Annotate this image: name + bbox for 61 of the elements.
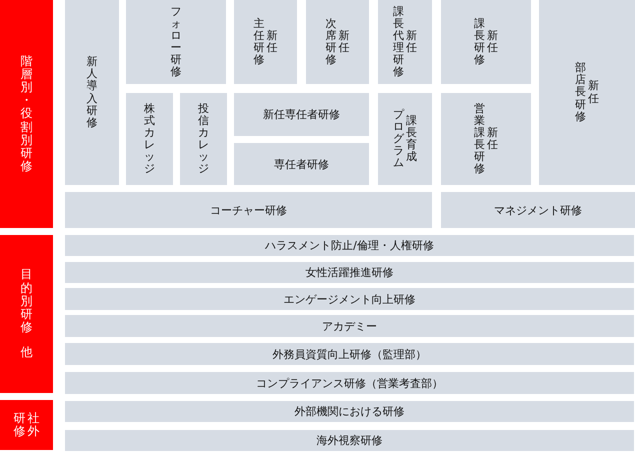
program-box bbox=[126, 0, 226, 84]
program-label: 次席研修 bbox=[326, 18, 336, 66]
program-label: 海外視察研修 bbox=[316, 433, 382, 448]
category-label: 社外 bbox=[28, 412, 40, 438]
category-band bbox=[0, 235, 53, 393]
program-label: コンプライアンス研修（営業考査部） bbox=[256, 376, 443, 390]
program-box bbox=[65, 315, 634, 337]
program-label: 営業課長研修 bbox=[474, 102, 485, 176]
program-label: コーチャー研修 bbox=[210, 202, 287, 218]
program-label: 課長代理研修 bbox=[393, 6, 404, 78]
program-box bbox=[65, 235, 634, 256]
category-label: 研修 bbox=[14, 412, 26, 438]
program-box bbox=[378, 93, 432, 185]
program-label: 主任研修 bbox=[254, 18, 264, 66]
program-box bbox=[234, 143, 369, 185]
program-label: 外部機関における研修 bbox=[294, 404, 404, 419]
program-label: 新任 bbox=[487, 30, 498, 54]
program-label: 女性活躍推進研修 bbox=[306, 265, 394, 280]
program-label: 投信カレッジ bbox=[198, 102, 209, 176]
program-label: 新人導入研修 bbox=[86, 56, 98, 129]
program-box bbox=[65, 262, 634, 283]
program-label: 専任者研修 bbox=[274, 156, 329, 172]
program-box bbox=[180, 93, 227, 185]
program-label: 外務員資質向上研修（監理部） bbox=[272, 346, 426, 362]
program-label: ハラスメント防止/倫理・人権研修 bbox=[265, 238, 434, 253]
program-label: 新任 bbox=[266, 30, 278, 54]
program-box bbox=[306, 0, 369, 84]
category-band bbox=[0, 0, 53, 228]
program-box bbox=[441, 93, 531, 185]
program-box bbox=[234, 93, 369, 136]
program-label: フォロー研修 bbox=[170, 6, 182, 78]
program-label: 新任 bbox=[588, 80, 599, 105]
program-label: 新任 bbox=[406, 30, 417, 54]
program-box bbox=[65, 430, 634, 451]
program-box bbox=[441, 192, 635, 228]
program-box bbox=[65, 372, 634, 394]
program-box bbox=[126, 93, 173, 185]
category-label: 目的別研修 bbox=[20, 268, 32, 334]
program-label: 株式カレッジ bbox=[144, 102, 155, 176]
program-label: 新任専任者研修 bbox=[263, 107, 340, 122]
program-label: マネジメント研修 bbox=[494, 202, 582, 218]
program-label: 課長育成 bbox=[406, 114, 417, 164]
program-box bbox=[65, 401, 634, 422]
program-label: 課長研修 bbox=[474, 18, 485, 66]
program-label: アカデミー bbox=[322, 318, 377, 334]
category-band bbox=[0, 400, 53, 450]
program-box bbox=[234, 0, 297, 84]
program-box bbox=[65, 288, 634, 310]
program-box bbox=[65, 192, 432, 228]
category-label: 階層別・役割別研修 bbox=[20, 54, 32, 174]
program-label: 部店長研修 bbox=[575, 62, 586, 123]
program-box bbox=[539, 0, 635, 185]
program-label: エンゲージメント向上研修 bbox=[284, 292, 416, 306]
program-box bbox=[441, 0, 531, 84]
program-label: プログラム bbox=[393, 108, 404, 170]
program-label: 新任 bbox=[338, 30, 350, 54]
category-label: 他 bbox=[20, 346, 32, 360]
program-box bbox=[378, 0, 432, 84]
program-box bbox=[65, 0, 119, 185]
program-label: 新任 bbox=[487, 126, 498, 152]
program-box bbox=[65, 343, 634, 365]
